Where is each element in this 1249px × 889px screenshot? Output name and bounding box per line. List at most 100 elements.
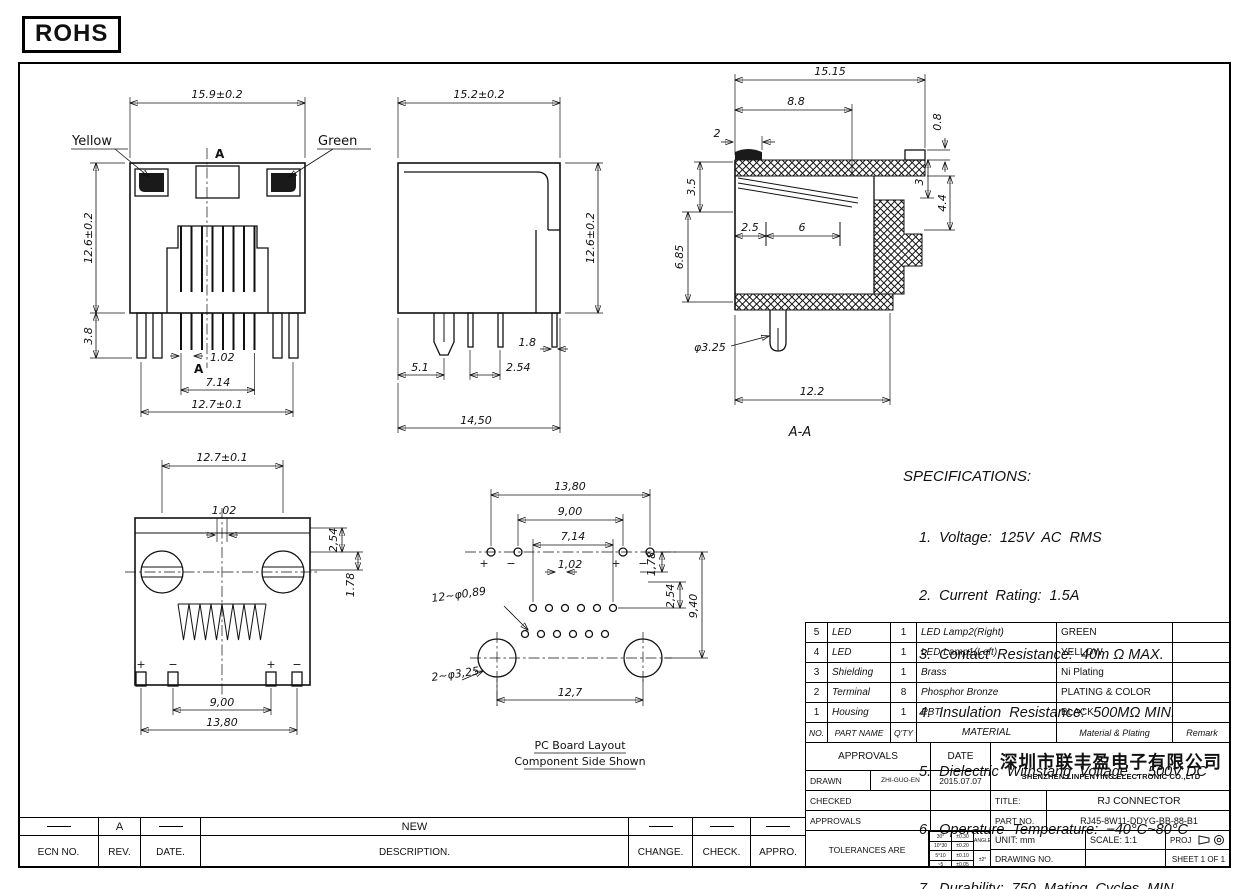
part-remark: [1172, 702, 1231, 722]
change-label: CHANGE.: [628, 835, 692, 868]
part-qty: 1: [890, 662, 916, 682]
part-material: LED Lamp1(Left): [916, 642, 1056, 662]
section-mark-top: A: [215, 147, 225, 161]
part-plating: Ni Plating: [1056, 662, 1172, 682]
pcb-plus-right: +: [611, 557, 620, 570]
dim-pcb-178: 1,78: [645, 552, 658, 577]
section-title: A-A: [788, 425, 811, 440]
pcb-caption-line1: PC Board Layout: [534, 739, 626, 752]
part-name: LED: [827, 642, 890, 662]
drawn-label: DRAWN: [805, 770, 870, 790]
dim-front-span: 7.14: [206, 376, 231, 389]
part-name: Terminal: [827, 682, 890, 702]
part-qty: 1: [890, 702, 916, 722]
polarity-minus-right: −: [292, 658, 301, 671]
dim-section-685: 6.85: [673, 245, 686, 270]
partno-label: PART NO.: [990, 810, 1046, 830]
part-no: 3: [805, 662, 827, 682]
dim-pcb-900: 9,00: [558, 505, 583, 518]
polarity-plus-left: +: [136, 658, 145, 671]
appro-value: [750, 817, 805, 835]
appro-label: APPRO.: [750, 835, 805, 868]
rev-value: A: [98, 817, 140, 835]
projection-cell: PROJ: [1165, 830, 1231, 849]
description-value: NEW: [200, 817, 628, 835]
company-name-cn: 深圳市联丰盈电子有限公司: [1000, 752, 1222, 772]
drawingno-blank: [1085, 849, 1165, 868]
partno-value: RJ45-8W11-DDYG-BB-88-B1: [1046, 810, 1231, 830]
sheet-border-frame: [18, 62, 1231, 868]
view-section: 15.15 8.8 2 0.8 3 4.4 3.5 6.85: [673, 65, 955, 440]
change-value: [628, 817, 692, 835]
callout-big-holes: 2~φ3,25: [431, 664, 480, 684]
third-angle-projection-icon: [1198, 835, 1225, 845]
scale-label: SCALE: 1:1: [1085, 830, 1165, 849]
part-material: PBT: [916, 702, 1056, 722]
dim-section-44: 4.4: [936, 194, 949, 212]
checked-blank: [930, 790, 990, 810]
signature-dash: [648, 826, 673, 827]
view-pcb-layout: + − + − 13,80 9,00 7,14 1,02 1,78: [431, 480, 708, 770]
polarity-minus-left: −: [168, 658, 177, 671]
tol-value: ±0.30: [951, 831, 973, 841]
specifications: SPECIFICATIONS: 1. Voltage: 125V AC RMS …: [903, 428, 1207, 889]
part-plating: PLATING & COLOR: [1056, 682, 1172, 702]
tol-range: 30°: [929, 831, 951, 841]
parts-header-plating: Material & Plating: [1056, 722, 1172, 742]
spec-item: 1. Voltage: 125V AC RMS: [919, 529, 1102, 546]
tolerance-grid: 30° ±0.30 10°30 ±0.20 5°10 ±0.10 ~5 ±0.0…: [928, 830, 990, 868]
dim-bottom-pitch: 1.02: [212, 504, 237, 517]
part-qty: 1: [890, 642, 916, 662]
tol-angle-value: ±2°: [973, 850, 990, 868]
tol-range: 5°10: [929, 850, 951, 860]
approvals-header: APPROVALS: [805, 742, 930, 770]
part-plating: GREEN: [1056, 622, 1172, 642]
dim-pcb-102: 1,02: [558, 558, 583, 571]
rohs-badge: ROHS: [22, 16, 122, 53]
part-plating: YELLOW: [1056, 642, 1172, 662]
dim-side-pin: 1.8: [519, 336, 537, 349]
dim-section-25: 2.5: [741, 221, 759, 234]
dim-bottom-posts: 12.7±0.1: [196, 451, 247, 464]
part-name: LED: [827, 622, 890, 642]
callout-small-holes: 12~φ0,89: [431, 584, 487, 605]
dim-section-08: 0.8: [931, 113, 944, 131]
part-name: Shielding: [827, 662, 890, 682]
company-name-en: SHENZHEN LINFENYING ELECTRONIC CO.,LTD: [1021, 772, 1201, 781]
tol-value: ±0.10: [951, 850, 973, 860]
dim-side-height: 12.6±0.2: [584, 212, 597, 263]
spec-item: 7. Durability: 750 Mating Cycles MIN.: [919, 880, 1178, 889]
tol-value: ±0.05: [951, 860, 973, 868]
dim-bottom-254: 2,54: [327, 528, 340, 553]
dim-pcb-714: 7,14: [561, 530, 586, 543]
part-no: 5: [805, 622, 827, 642]
dim-bottom-1380: 13,80: [206, 716, 238, 729]
title-value: RJ CONNECTOR: [1046, 790, 1231, 810]
dim-section-width: 15.15: [814, 65, 846, 78]
parts-header-material: MATERIAL: [916, 722, 1056, 742]
dim-pcb-254: 2,54: [664, 584, 677, 609]
tolerances-label: TOLERANCES ARE: [805, 830, 928, 868]
tol-range: 10°30: [929, 841, 951, 850]
dim-front-pitch: 1.02: [210, 351, 235, 364]
ecn-label: ECN NO.: [18, 835, 98, 868]
parts-header-qty: Q'TY: [890, 722, 916, 742]
dim-section-6: 6: [799, 221, 806, 234]
revision-strip: A NEW ECN NO. REV. DATE. DESCRIPTION. CH…: [18, 817, 805, 868]
dim-section-top: 8.8: [787, 95, 805, 108]
approved-blank: [930, 810, 990, 830]
pcb-minus-right: −: [638, 557, 647, 570]
parts-header-remark: Remark: [1172, 722, 1231, 742]
sheet-label: SHEET 1 OF 1: [1165, 849, 1231, 868]
signature-dash: [158, 826, 183, 827]
dim-pcb-1380: 13,80: [554, 480, 586, 493]
check-value: [692, 817, 750, 835]
part-material: Brass: [916, 662, 1056, 682]
dim-section-3: 3: [913, 179, 926, 186]
polarity-plus-right: +: [266, 658, 275, 671]
projection-label: PROJ: [1170, 835, 1192, 845]
part-remark: [1172, 662, 1231, 682]
dim-side-offset: 5.1: [411, 361, 429, 374]
label-yellow-led: Yellow: [71, 134, 112, 149]
